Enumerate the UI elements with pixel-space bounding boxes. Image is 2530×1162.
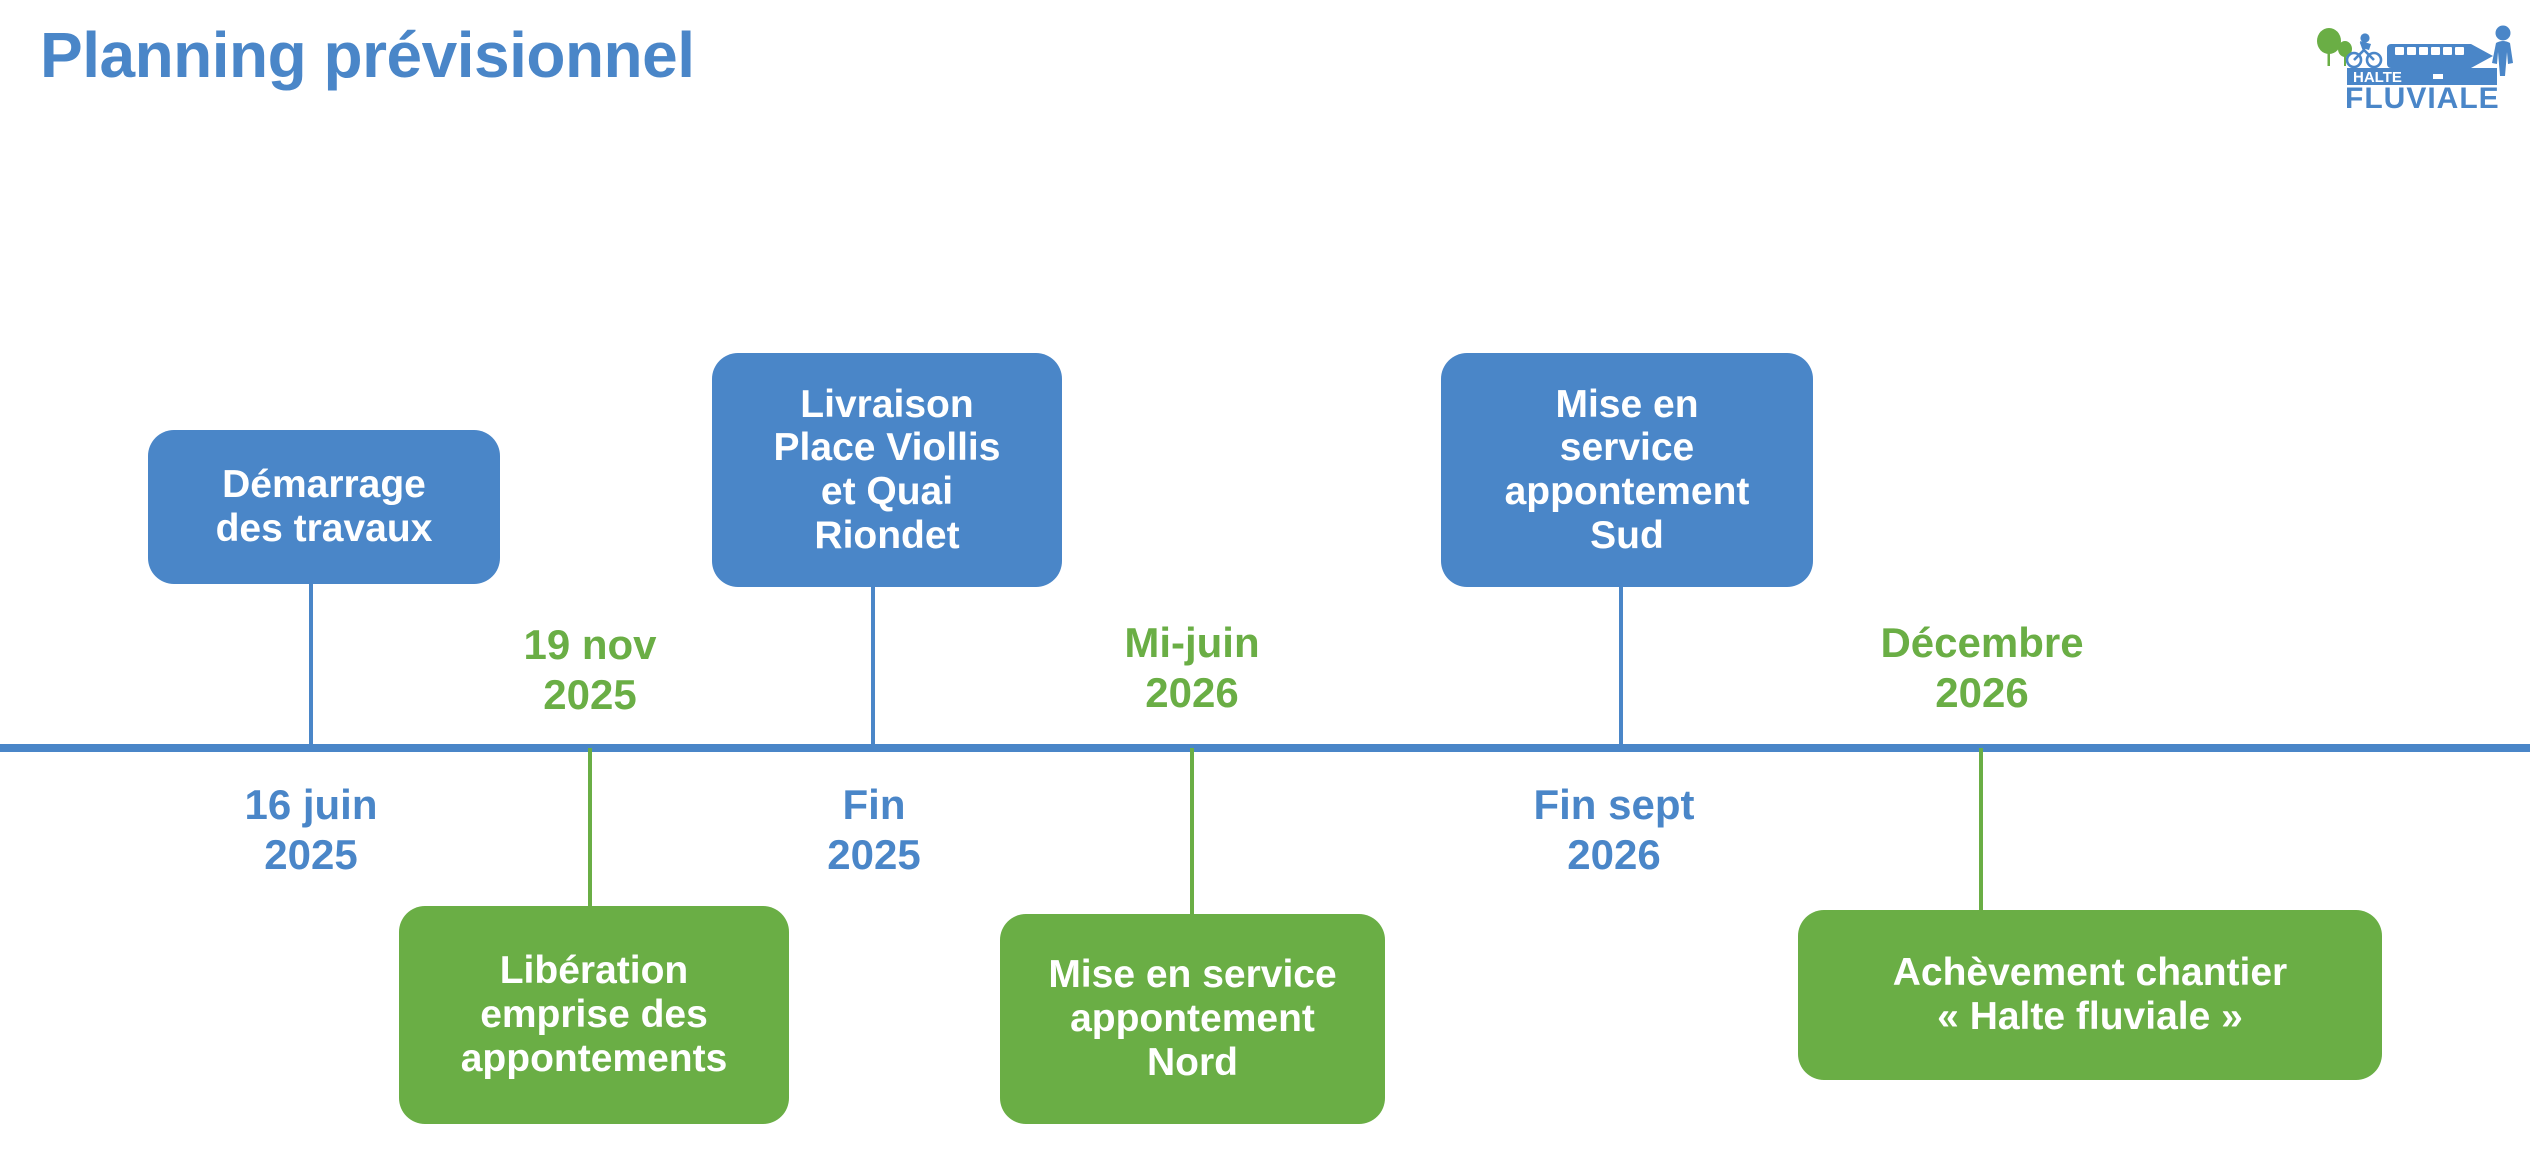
- connector-m6: [1979, 748, 1983, 910]
- milestone-date-m3: Fin 2025: [827, 781, 921, 878]
- milestone-box-m1[interactable]: Démarrage des travaux: [148, 430, 500, 584]
- milestone-box-m6[interactable]: Achèvement chantier « Halte fluviale »: [1798, 910, 2382, 1080]
- milestone-date-m2: 19 nov 2025: [523, 621, 657, 718]
- timeline-axis: [0, 744, 2530, 752]
- milestone-box-m2[interactable]: Libération emprise des appontements: [399, 906, 789, 1124]
- cyclist-body-icon: [2360, 41, 2371, 50]
- connector-m2: [588, 748, 592, 906]
- connector-m1: [309, 584, 313, 748]
- milestone-date-m4: Mi-juin 2026: [1124, 619, 1260, 716]
- boat-icon: [2387, 44, 2493, 68]
- page-title: Planning prévisionnel: [40, 19, 695, 91]
- tree-icon: [2317, 28, 2352, 66]
- pedestrian-icon: [2492, 25, 2513, 76]
- cyclist-head-icon: [2360, 33, 2370, 43]
- halte-fluviale-logo: HALTE FLUVIALE: [2307, 8, 2522, 115]
- connector-m4: [1190, 748, 1194, 914]
- milestone-date-m6: Décembre 2026: [1880, 619, 2084, 716]
- milestone-box-m5[interactable]: Mise en service appontement Sud: [1441, 353, 1813, 587]
- milestone-box-m3[interactable]: Livraison Place Viollis et Quai Riondet: [712, 353, 1062, 587]
- logo-band: [2347, 68, 2497, 85]
- logo-halte-text: HALTE: [2353, 69, 2402, 86]
- milestone-box-m4[interactable]: Mise en service appontement Nord: [1000, 914, 1385, 1124]
- milestone-date-m5: Fin sept 2026: [1533, 781, 1695, 878]
- connector-m3: [871, 587, 875, 748]
- logo-band-notch: [2433, 74, 2443, 79]
- connector-m5: [1619, 587, 1623, 748]
- logo-fluviale-text: FLUVIALE: [2345, 82, 2500, 113]
- logo-artwork: HALTE FLUVIALE: [2317, 25, 2513, 115]
- milestone-date-m1: 16 juin 2025: [244, 781, 378, 878]
